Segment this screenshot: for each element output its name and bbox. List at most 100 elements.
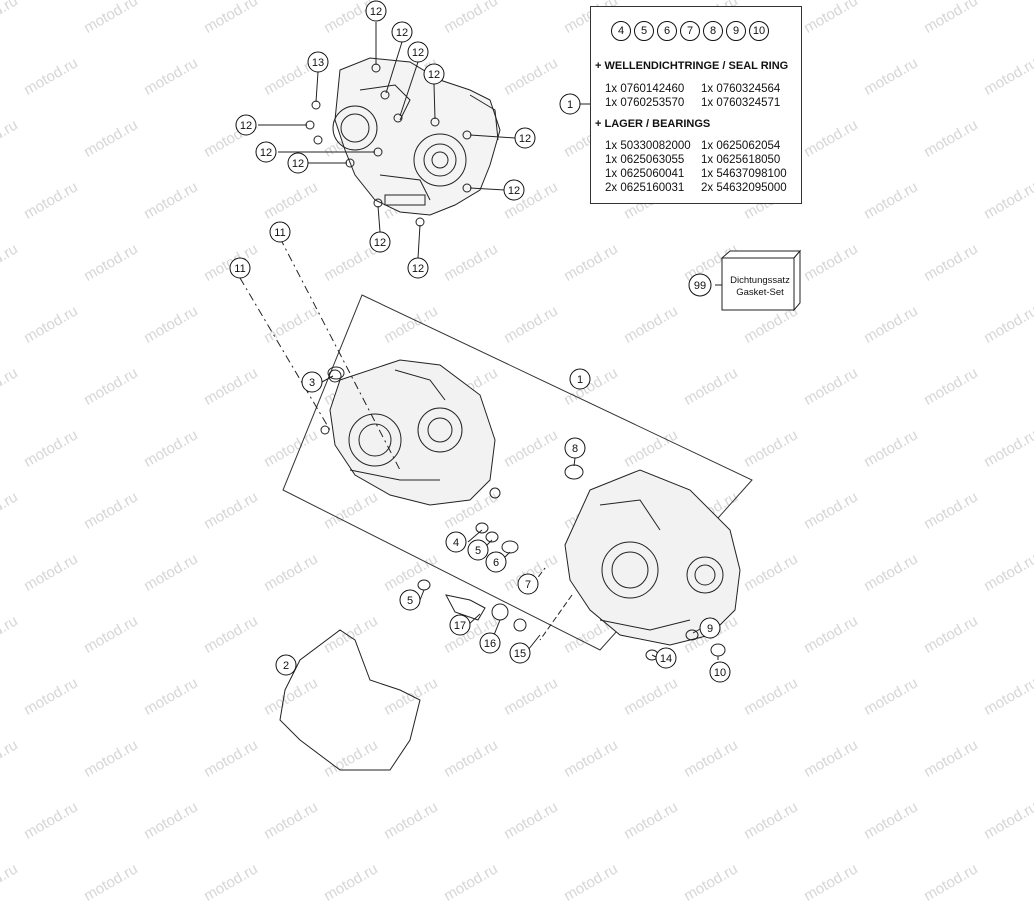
watermark-text: motod.ru [321, 860, 382, 905]
watermark-text: motod.ru [921, 860, 982, 905]
watermark-text: motod.ru [81, 860, 142, 905]
callout-c12g: 12 [287, 152, 309, 174]
callout-circle [514, 127, 536, 149]
callout-number: 14 [660, 653, 672, 665]
bearings-heading: + LAGER / BEARINGS [595, 118, 711, 130]
callout-number: 8 [572, 443, 578, 455]
callout-number: 12 [396, 27, 408, 39]
watermark-text: motod.ru [801, 860, 862, 905]
callout-number: 12 [508, 185, 520, 197]
gasket-callout-number: 99 [694, 280, 706, 292]
assembly-frame [282, 294, 753, 651]
callout-circle [449, 614, 471, 636]
callout-c12h: 12 [514, 127, 536, 149]
callout-circle [509, 642, 531, 664]
callout-number: 11 [234, 263, 245, 275]
callout-circle [503, 179, 525, 201]
part-number-circle: 9 [726, 21, 746, 41]
callout-c1: 1 [569, 368, 591, 390]
watermark-text: motod.ru [381, 798, 442, 843]
part-number-circle: 8 [703, 21, 723, 41]
gasket-set-line2: Gasket-Set [736, 287, 784, 298]
callout-c5b: 5 [399, 589, 421, 611]
callout-circle [423, 63, 445, 85]
info-callout-number: 1 [567, 99, 573, 111]
callout-c5a: 5 [467, 539, 489, 561]
callout-c7: 7 [517, 573, 539, 595]
watermark-text: motod.ru [621, 798, 682, 843]
watermark-text: motod.ru [21, 798, 82, 843]
watermark-text: motod.ru [441, 860, 502, 905]
callout-number: 12 [374, 237, 386, 249]
callout-circle [407, 257, 429, 279]
callout-circle [479, 632, 501, 654]
callout-c12d: 12 [423, 63, 445, 85]
callout-c11a: 11 [269, 221, 291, 243]
callout-number: 12 [240, 120, 252, 132]
gasket-set-callout: 99 [688, 273, 712, 297]
callout-number: 16 [484, 638, 496, 650]
callout-circle [445, 531, 467, 553]
callout-number: 2 [283, 660, 289, 672]
callout-c9: 9 [699, 617, 721, 639]
gasket-set-line1: Dichtungssatz [730, 275, 790, 286]
watermark-text: motod.ru [741, 798, 802, 843]
callout-c15: 15 [509, 642, 531, 664]
callout-circle [399, 589, 421, 611]
watermark-text: motod.ru [141, 798, 202, 843]
callout-c13: 13 [307, 51, 329, 73]
callout-c14: 14 [655, 647, 677, 669]
part-entry: 1x 0625618050 [701, 154, 781, 166]
callout-circle [517, 573, 539, 595]
callout-number: 5 [475, 545, 481, 557]
callout-c3: 3 [301, 371, 323, 393]
exploded-diagram: 1212121213121212121212121111138456751716… [229, 0, 802, 771]
callout-c12e: 12 [235, 114, 257, 136]
watermark-text: motod.ru [501, 798, 562, 843]
callout-number: 15 [514, 648, 526, 660]
callout-c2: 2 [275, 654, 297, 676]
callout-number: 12 [260, 147, 272, 159]
leader-lines-lower [239, 237, 719, 660]
callout-c16: 16 [479, 632, 501, 654]
crankcase-top-view [305, 57, 501, 227]
callout-number: 4 [453, 537, 459, 549]
callout-circle [287, 152, 309, 174]
part-row: 1x 0625063055 1x 0625618050 [605, 153, 787, 167]
callout-circle [369, 231, 391, 253]
callout-c12j: 12 [369, 231, 391, 253]
callout-c12c: 12 [407, 41, 429, 63]
part-number-circle: 5 [634, 21, 654, 41]
callout-c12b: 12 [391, 21, 413, 43]
part-entry: 1x 0625063055 [605, 154, 685, 166]
callout-c8: 8 [564, 437, 586, 459]
callout-number: 1 [577, 374, 583, 386]
watermark-text: motod.ru [0, 860, 22, 905]
callout-number: 12 [412, 263, 424, 275]
callout-circle [255, 141, 277, 163]
part-entry: 1x 0760253570 [605, 97, 685, 109]
callout-number: 12 [428, 69, 440, 81]
callout-number: 13 [312, 57, 324, 69]
small-parts [327, 366, 726, 661]
callout-c10: 10 [709, 661, 731, 683]
part-entry: 1x 0760324564 [701, 83, 781, 95]
watermark-text: motod.ru [261, 798, 322, 843]
callout-number: 5 [407, 595, 413, 607]
watermark-text: motod.ru [201, 860, 262, 905]
callout-circle [307, 51, 329, 73]
callout-circle [391, 21, 413, 43]
gasket-set-box [715, 249, 802, 312]
callout-circle [564, 437, 586, 459]
callout-circle [269, 221, 291, 243]
callout-c12k: 12 [407, 257, 429, 279]
callout-circle [709, 661, 731, 683]
